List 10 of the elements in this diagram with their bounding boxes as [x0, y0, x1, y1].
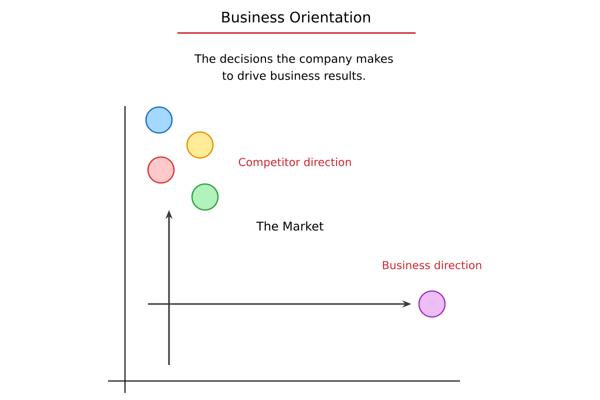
circle [147, 156, 175, 184]
circle [191, 183, 219, 211]
title: Business Orientation [222, 11, 370, 23]
label: The Market [256, 221, 324, 231]
label: Business direction [382, 260, 482, 270]
circle [418, 290, 446, 318]
circle [186, 131, 214, 159]
subtitle: The decisions the company makes to drive business results. [194, 54, 393, 80]
circle [145, 106, 173, 134]
label: Competitor direction [238, 158, 351, 168]
